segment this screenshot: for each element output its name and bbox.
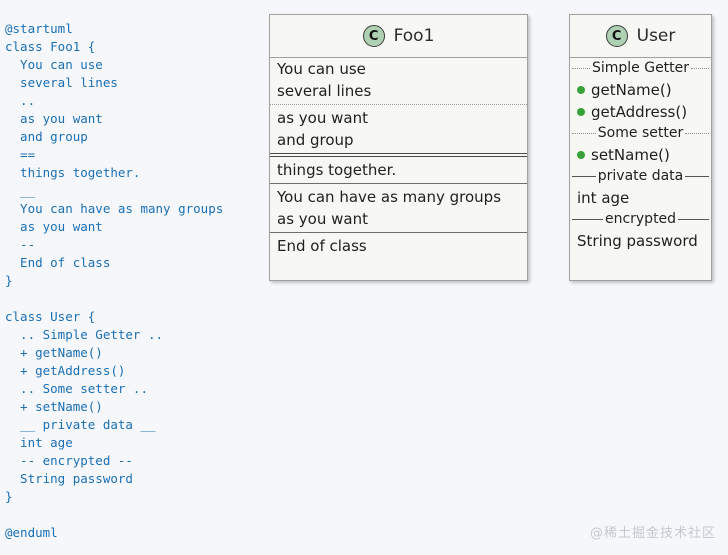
class-member-label: String password [577,232,698,250]
class-member-label: and group [277,131,354,149]
code-gap-1 [0,290,258,308]
code-line: class Foo1 { [5,39,96,54]
uml-class-body: Simple Getter getName() getAddress() Some s… [570,58,711,252]
code-line: .. Simple Getter .. [5,327,164,342]
class-member-label: You can have as many groups [277,188,502,206]
code-line: @startuml [5,21,73,36]
class-separator-solid [270,232,527,233]
separator-rule-right [691,68,710,69]
class-member-label: things together. [277,161,397,179]
class-member-label: You can use [277,60,366,78]
code-line: You can have as many groups [5,201,224,216]
code-block-enduml: @enduml [0,524,258,542]
watermark: @稀土掘金技术社区 [589,526,716,541]
separator-rule-left [572,133,596,134]
class-name-label: Foo1 [393,26,435,46]
code-line: } [5,273,13,288]
code-line: + getAddress() [5,363,126,378]
separator-rule-right [685,176,710,177]
uml-class-body: You can use several lines as you want and g… [270,58,527,257]
class-member-label: as you want [277,109,368,127]
code-line: You can use [5,57,103,72]
class-member-label: getName() [591,81,672,99]
separator-label: Some setter [597,125,684,141]
separator-label: private data [597,168,684,184]
code-line: .. [5,93,36,108]
class-titled-separator: private data [570,166,711,187]
class-member-label: several lines [277,82,372,100]
class-member-row: things together. [270,159,527,181]
separator-rule-left [572,219,603,220]
code-line: @enduml [5,525,58,540]
class-separator-dotted [270,104,527,105]
class-titled-separator: Some setter [570,123,711,144]
class-member-row: String password [570,230,711,252]
uml-class-header: C Foo1 [270,15,527,58]
code-line: int age [5,435,73,450]
class-titled-separator: Simple Getter [570,58,711,79]
class-member-row: int age [570,187,711,209]
public-visibility-icon [577,108,585,116]
code-block-user: class User { .. Simple Getter .. + getNa… [0,308,258,506]
code-line: } [5,489,13,504]
class-member-row: setName() [570,144,711,166]
code-line: and group [5,129,88,144]
code-line: things together. [5,165,141,180]
class-member-label: End of class [277,237,367,255]
uml-class-header: C User [570,15,711,58]
class-member-label: setName() [591,146,670,164]
code-line: class User { [5,309,96,324]
class-member-row: and group [270,129,527,151]
public-visibility-icon [577,151,585,159]
class-member-row: as you want [270,107,527,129]
code-line: __ [5,183,36,198]
code-line: .. Some setter .. [5,381,148,396]
separator-label: Simple Getter [591,60,690,76]
code-line: + setName() [5,399,103,414]
class-member-label: as you want [277,210,368,228]
class-member-row: as you want [270,208,527,230]
code-line: == [5,147,36,162]
plantuml-source-code: @startuml class Foo1 { You can use severa… [0,20,258,542]
code-block-foo1: @startuml class Foo1 { You can use severa… [0,20,258,290]
class-titled-separator: encrypted [570,209,711,230]
separator-rule-right [685,133,710,134]
class-member-row: You can use [270,58,527,80]
code-line: -- [5,237,36,252]
class-name-label: User [636,26,676,46]
code-line: -- encrypted -- [5,453,133,468]
class-stereotype-icon: C [605,25,628,47]
code-line: as you want [5,219,103,234]
code-line: several lines [5,75,118,90]
code-line: String password [5,471,133,486]
class-member-row: End of class [270,235,527,257]
code-line: as you want [5,111,103,126]
code-line: End of class [5,255,111,270]
separator-rule-left [572,68,590,69]
separator-label: encrypted [604,211,677,227]
class-member-row: several lines [270,80,527,102]
separator-rule-right [678,219,710,220]
public-visibility-icon [577,86,585,94]
class-separator-solid [270,183,527,184]
class-member-row: getAddress() [570,101,711,123]
class-member-row: getName() [570,79,711,101]
class-member-label: getAddress() [591,103,688,121]
class-member-label: int age [577,189,630,207]
class-member-row: You can have as many groups [270,186,527,208]
class-separator-double [270,153,527,157]
code-gap-2 [0,506,258,524]
code-line: + getName() [5,345,103,360]
separator-rule-left [572,176,596,177]
class-stereotype-icon: C [362,25,385,47]
code-line: __ private data __ [5,417,156,432]
